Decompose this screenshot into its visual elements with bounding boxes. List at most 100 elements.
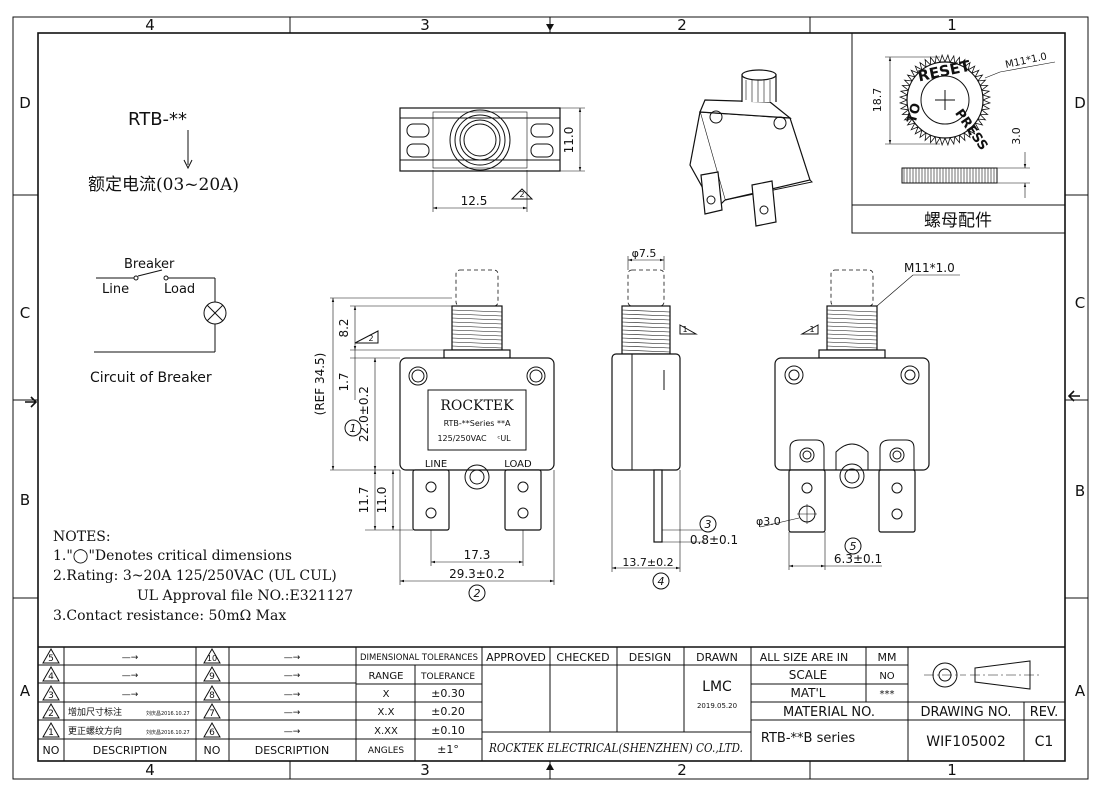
notes-header: NOTES: bbox=[53, 529, 111, 545]
rev-mark: 2 bbox=[368, 334, 373, 343]
title-block bbox=[38, 646, 1065, 761]
svg-text:—→: —→ bbox=[284, 708, 301, 718]
column-label: 4 bbox=[145, 16, 155, 34]
size-unit: MM bbox=[878, 651, 897, 664]
dim-terminal: 11.7 bbox=[357, 487, 371, 514]
front-label-load: LOAD bbox=[504, 459, 532, 470]
header-description: DESCRIPTION bbox=[255, 744, 329, 757]
circuit-line-label: Line bbox=[102, 282, 129, 297]
revision-row: 4 —→ bbox=[42, 665, 139, 682]
column-label: 1 bbox=[947, 16, 957, 34]
front-series: RTB-**Series **A bbox=[444, 419, 511, 428]
dim-button: 8.2 bbox=[337, 318, 351, 337]
approval-block: APPROVED CHECKED DESIGN DRAWN LMC 2019.0… bbox=[486, 651, 743, 755]
svg-text:1: 1 bbox=[48, 728, 54, 738]
column-label: 3 bbox=[420, 761, 430, 779]
revision-row: 7 —→ bbox=[203, 702, 301, 719]
circuit-caption: Circuit of Breaker bbox=[90, 370, 212, 386]
svg-text:7: 7 bbox=[209, 709, 215, 719]
dim-width: 29.3±0.2 bbox=[449, 567, 505, 581]
revision-row: 10 —→ bbox=[203, 647, 301, 664]
material-no: RTB-**B series bbox=[761, 731, 855, 746]
header-no: NO bbox=[43, 744, 60, 757]
dim-ref: (REF 34.5) bbox=[313, 353, 327, 416]
front-label-line: LINE bbox=[425, 459, 447, 470]
rev-triangle bbox=[203, 702, 221, 719]
dim-shoulder: 1.7 bbox=[337, 372, 351, 391]
rev-triangle bbox=[203, 647, 221, 664]
circuit-load-label: Load bbox=[164, 282, 195, 297]
frame-column-labels: 4 3 2 1 4 3 2 1 bbox=[145, 16, 957, 779]
scale-value: NO bbox=[879, 671, 894, 682]
rev-mark: 2 bbox=[519, 190, 524, 199]
drawn-date: 2019.05.20 bbox=[697, 702, 737, 710]
rev-label: REV. bbox=[1030, 705, 1059, 720]
svg-text:—→: —→ bbox=[122, 671, 139, 681]
mark-3: 3 bbox=[705, 518, 712, 531]
rev-triangle bbox=[42, 647, 60, 664]
nut-detail-title: 螺母配件 bbox=[924, 211, 992, 231]
rev-triangle bbox=[42, 665, 60, 682]
revision-row: 8 —→ bbox=[203, 684, 301, 701]
circuit-diagram: Breaker Line Load Circuit of Breaker bbox=[90, 257, 227, 386]
notes-line-1: 1."◯"Denotes critical dimensions bbox=[53, 548, 292, 564]
svg-text:5: 5 bbox=[48, 654, 54, 664]
critical-mark-5 bbox=[844, 537, 862, 555]
row-label: D bbox=[19, 94, 31, 112]
rev-triangle bbox=[42, 721, 60, 738]
revision-row: 9 —→ bbox=[203, 665, 301, 682]
design-label: DESIGN bbox=[629, 651, 671, 664]
drawn-label: DRAWN bbox=[696, 651, 738, 664]
revision-row: 6 —→ bbox=[203, 721, 301, 738]
tolerance-value: ±0.30 bbox=[431, 687, 465, 700]
svg-text:4: 4 bbox=[48, 672, 54, 682]
nut-detail: 螺母配件 RESET PRESS TO 18.7 M11*1.0 3.0 bbox=[851, 32, 1066, 234]
row-label: D bbox=[1074, 94, 1086, 112]
rev-triangle bbox=[354, 330, 379, 344]
front-view: ROCKTEK RTB-**Series **A 125/250VAC ᶜUL … bbox=[313, 269, 555, 602]
revision-table-left: 5 —→ 4 —→ 3 —→ 2 增加尺寸标注 刘庆昌2016.10.27 1 … bbox=[42, 647, 190, 757]
row-label: B bbox=[1075, 482, 1085, 500]
mark-5: 5 bbox=[850, 540, 857, 553]
company-name: ROCKTEK ELECTRICAL(SHENZHEN) CO.,LTD. bbox=[488, 741, 743, 755]
tolerance-value: ±0.20 bbox=[431, 705, 465, 718]
material-no-label: MATERIAL NO. bbox=[783, 705, 875, 720]
rev-triangle bbox=[203, 665, 221, 682]
notes-line-3: UL Approval file NO.:E321127 bbox=[137, 588, 353, 604]
svg-text:9: 9 bbox=[209, 672, 215, 682]
mark-1: 1 bbox=[350, 422, 357, 435]
rear-thread-label: M11*1.0 bbox=[904, 261, 955, 275]
size-label: ALL SIZE ARE IN bbox=[760, 651, 849, 664]
side-thread bbox=[621, 309, 671, 353]
svg-text:更正螺纹方向: 更正螺纹方向 bbox=[68, 725, 122, 737]
dim-rear-hole: φ3.0 bbox=[756, 515, 781, 528]
revision-row: 1 更正螺纹方向 刘庆昌2016.10.27 bbox=[42, 721, 190, 738]
dim-pitch: 17.3 bbox=[464, 548, 491, 562]
tolerance-range: X.X bbox=[378, 707, 395, 718]
model-name: RTB-** bbox=[128, 109, 187, 130]
dim-nut-height: 18.7 bbox=[871, 88, 884, 113]
notes-line-4: 3.Contact resistance: 50mΩ Max bbox=[53, 608, 286, 624]
matl-label: MAT'L bbox=[791, 686, 826, 700]
rev-triangle bbox=[203, 721, 221, 738]
projection-symbol bbox=[924, 660, 1040, 690]
front-rating: 125/250VAC bbox=[437, 434, 487, 443]
svg-text:8: 8 bbox=[209, 691, 215, 701]
scale-label: SCALE bbox=[789, 668, 827, 682]
rev-triangle bbox=[203, 684, 221, 701]
rear-view: M11*1.0 1 φ3.0 6.3±0.1 5 bbox=[756, 261, 960, 570]
svg-text:10: 10 bbox=[207, 654, 217, 663]
model-callout: RTB-** 额定电流(03~20A) bbox=[88, 109, 239, 195]
front-thread bbox=[451, 309, 503, 349]
top-view: 12.5 2 11.0 bbox=[399, 107, 585, 212]
rated-current: 额定电流(03~20A) bbox=[88, 175, 239, 195]
nut-thread: M11*1.0 bbox=[1004, 51, 1048, 71]
column-label: 1 bbox=[947, 761, 957, 779]
critical-mark-3 bbox=[699, 515, 717, 533]
dim-side-depth: 13.7±0.2 bbox=[622, 556, 673, 569]
row-label: B bbox=[20, 491, 30, 509]
dim-top-height: 11.0 bbox=[562, 127, 576, 154]
rear-thread bbox=[826, 309, 878, 349]
row-label: C bbox=[1075, 294, 1085, 312]
rev-triangle bbox=[42, 684, 60, 701]
